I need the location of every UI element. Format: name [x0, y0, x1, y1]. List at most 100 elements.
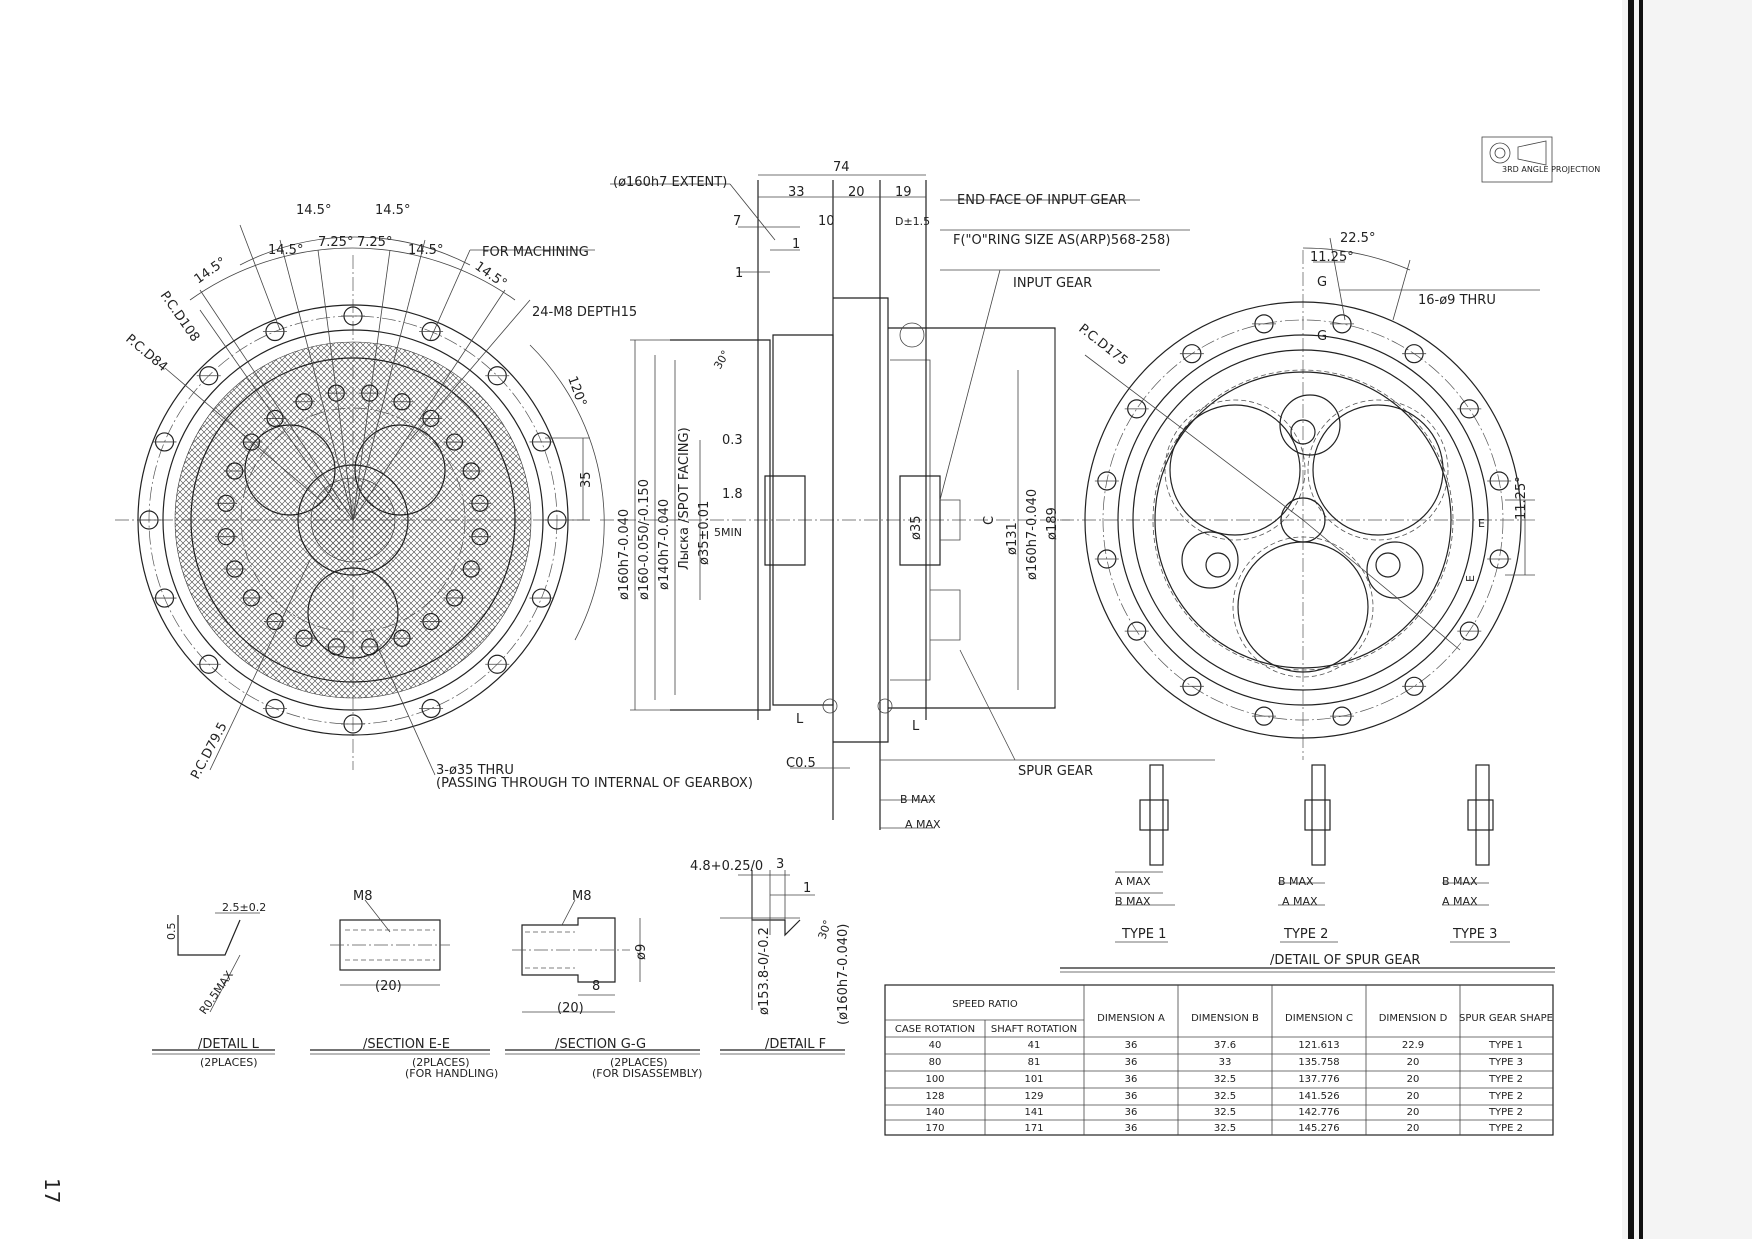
type-3-dim1: B MAX: [1442, 875, 1478, 888]
type-3-label: TYPE 3: [1452, 927, 1497, 942]
table-cell: 141.526: [1298, 1091, 1339, 1102]
table-cell: 121.613: [1298, 1040, 1339, 1051]
input-gear-label: INPUT GEAR: [1013, 276, 1092, 291]
type-3-dim2: A MAX: [1442, 895, 1478, 908]
type-1-dim1: A MAX: [1115, 875, 1151, 888]
dia-35-left: ø35±0.01: [697, 501, 712, 565]
thru-holes-note: (PASSING THROUGH TO INTERNAL OF GEARBOX): [436, 776, 753, 791]
detail-f-angle: 30°: [816, 918, 835, 941]
rear-angle-label: 11.25°: [1514, 476, 1529, 520]
spur-gear-label: SPUR GEAR: [1018, 764, 1093, 779]
dim-7: 7: [733, 214, 741, 229]
spur-type-2: B MAX A MAX TYPE 2: [1278, 764, 1331, 942]
table-header: DIMENSION D: [1379, 1013, 1448, 1024]
thru-holes-label: 3-ø35 THRU: [436, 763, 514, 778]
front-angle-label: 14.5°: [472, 259, 510, 292]
b-max-label: B MAX: [900, 793, 936, 806]
dim-35-label: 35: [579, 471, 594, 488]
front-angle-label: 7.25°: [357, 235, 392, 250]
dia-189: ø189: [1045, 507, 1060, 540]
detail-f-dim3: 3: [776, 857, 784, 872]
section-gg-length: (20): [557, 1001, 584, 1016]
rear-angle-label: 11.25°: [1310, 250, 1354, 265]
section-gg-sub2: (FOR DISASSEMBLY): [592, 1067, 702, 1080]
table-cell: 36: [1125, 1040, 1138, 1051]
thru-holes-rear: 16-ø9 THRU: [1418, 293, 1496, 308]
section-gg-thread: M8: [572, 889, 592, 904]
table-header: DIMENSION C: [1285, 1013, 1353, 1024]
d-tol-label: D±1.5: [895, 215, 930, 228]
table-cell: 22.9: [1402, 1040, 1424, 1051]
g-lower-label: G: [1317, 329, 1327, 344]
table-cell: 36: [1125, 1107, 1138, 1118]
table-cell: 100: [925, 1074, 944, 1085]
dim-5min: 5MIN: [714, 526, 742, 539]
table-cell: 137.776: [1298, 1074, 1339, 1085]
table-header: SHAFT ROTATION: [991, 1024, 1077, 1035]
detail-f-dim-w: 4.8+0.25/0: [690, 859, 763, 874]
dim-1b: 1: [735, 266, 743, 281]
front-angle-label: 7.25°: [318, 235, 353, 250]
a-max-label: A MAX: [905, 818, 941, 831]
l-left-label: L: [796, 712, 804, 727]
section-ee-sub1: (2PLACES): [412, 1056, 470, 1069]
table-cell: TYPE 2: [1488, 1074, 1523, 1085]
table-cell: 141: [1024, 1107, 1043, 1118]
table-cell: TYPE 2: [1488, 1107, 1523, 1118]
type-1-label: TYPE 1: [1121, 927, 1166, 942]
table-cell: 36: [1125, 1057, 1138, 1068]
front-angle-label: 14.5°: [192, 255, 230, 288]
rear-view: 22.5° 11.25° 11.25° G G 16-ø9 THRU P.C.D…: [1060, 231, 1540, 760]
dia-131: ø131: [1005, 522, 1020, 555]
dim-74: 74: [833, 160, 850, 175]
type-2-dim2: A MAX: [1282, 895, 1318, 908]
oring-label: F("O"RING SIZE AS(ARP)568-258): [953, 233, 1170, 248]
dim-1-8: 1.8: [722, 487, 743, 502]
section-ee-length: (20): [375, 979, 402, 994]
section-gg-caption: /SECTION G-G: [555, 1037, 646, 1052]
table-cell: 80: [929, 1057, 942, 1068]
dim-0-3: 0.3: [722, 433, 743, 448]
table-group-header: SPEED RATIO: [952, 999, 1018, 1010]
detail-f-caption: /DETAIL F: [765, 1037, 826, 1052]
section-gg-dia: ø9: [634, 944, 649, 960]
table-cell: TYPE 1: [1488, 1040, 1523, 1051]
table-cell: 170: [925, 1123, 944, 1134]
c05-label: C0.5: [786, 756, 816, 771]
dim-c: C: [982, 516, 997, 525]
section-ee: M8 (20) /SECTION E-E (2PLACES) (FOR HAND…: [310, 889, 498, 1080]
front-angle-label: 14.5°: [375, 203, 410, 218]
detail-f-dia1: ø153.8-0/-0.2: [757, 927, 772, 1015]
table-cell: 101: [1024, 1074, 1043, 1085]
section-gg-dim8: 8: [592, 979, 600, 994]
type-2-dim1: B MAX: [1278, 875, 1314, 888]
pcd-175-label: P.C.D175: [1076, 321, 1131, 369]
dia-160h7-left: ø160h7-0.040: [617, 509, 632, 600]
dimension-table: SPEED RATIO CASE ROTATION SHAFT ROTATION…: [884, 984, 1554, 1136]
type-2-label: TYPE 2: [1283, 927, 1328, 942]
projection-symbol: 3RD ANGLE PROJECTION: [1481, 136, 1600, 183]
extent-label: (ø160h7 EXTENT): [613, 175, 727, 190]
e-lower-label: E: [1464, 575, 1477, 582]
table-cell: 128: [925, 1091, 944, 1102]
dim-33: 33: [788, 185, 805, 200]
detail-l-dim-h: 0.5: [165, 923, 178, 941]
table-cell: 20: [1407, 1057, 1420, 1068]
spur-gear-detail: A MAX B MAX TYPE 1 B MAX A MAX TYPE 2 B …: [1060, 764, 1555, 973]
table-cell: 20: [1407, 1074, 1420, 1085]
rear-angle-label: 22.5°: [1340, 231, 1375, 246]
detail-f-dia2: (ø160h7-0.040): [836, 924, 851, 1025]
spot-facing-label: Лыска /SPOT FACING): [677, 427, 692, 570]
front-angle-label: 14.5°: [268, 243, 303, 258]
section-gg-sub1: (2PLACES): [610, 1056, 668, 1069]
pcd-84-label: P.C.D84: [122, 332, 170, 375]
table-cell: 36: [1125, 1091, 1138, 1102]
table-cell: 20: [1407, 1091, 1420, 1102]
table-cell: 140: [925, 1107, 944, 1118]
section-gg: M8 ø9 8 (20) /SECTION G-G (2PLACES) (FOR…: [505, 889, 702, 1080]
table-cell: 40: [929, 1040, 942, 1051]
table-cell: 81: [1028, 1057, 1041, 1068]
type-1-dim2: B MAX: [1115, 895, 1151, 908]
g-upper-label: G: [1317, 275, 1327, 290]
